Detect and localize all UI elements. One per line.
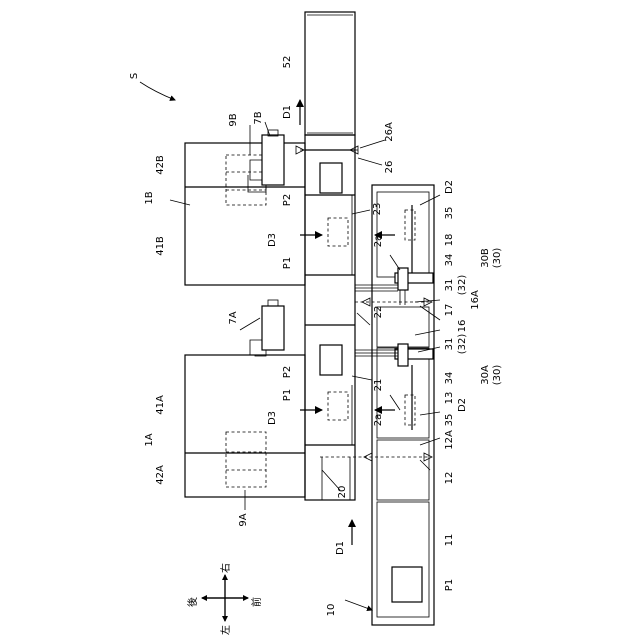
wafer-p1-loader <box>392 567 422 602</box>
label-d3-bot: D3 <box>267 411 278 425</box>
label-d2-top: D2 <box>444 180 455 194</box>
label-32-top: (32) <box>457 275 468 296</box>
label-dir-left: 左 <box>219 625 232 635</box>
label-10: 10 <box>326 604 337 617</box>
label-p1-bot: P1 <box>282 389 293 401</box>
label-22: 22 <box>373 306 384 319</box>
transfer-lines <box>296 146 432 500</box>
label-2a-bot: 2a <box>373 414 384 427</box>
label-1A: 1A <box>144 433 155 446</box>
label-26: 26 <box>384 161 395 174</box>
label-18: 18 <box>444 234 455 247</box>
label-30A: 30A <box>480 365 491 385</box>
label-d1-top: D1 <box>282 105 293 119</box>
label-7A: 7A <box>228 311 239 324</box>
label-d3-top: D3 <box>267 233 278 247</box>
label-13: 13 <box>444 392 455 405</box>
wafer-p2-bot <box>320 345 342 375</box>
label-dir-rear: 後 <box>186 597 199 607</box>
label-dir-front: 前 <box>250 597 263 607</box>
wafer-p1-bot-dashed <box>328 392 348 420</box>
label-12A: 12A <box>444 430 455 450</box>
label-30-A: (30) <box>492 365 503 386</box>
label-16A: 16A <box>470 290 481 310</box>
label-42B: 42B <box>155 155 166 175</box>
device-7A <box>262 306 284 350</box>
label-S: S <box>129 73 140 79</box>
label-17: 17 <box>444 304 455 317</box>
direction-compass <box>202 575 248 621</box>
label-p1-top: P1 <box>282 257 293 269</box>
label-35-top: 35 <box>444 207 455 220</box>
label-30-B: (30) <box>492 248 503 269</box>
label-2a-top: 2a <box>373 235 384 248</box>
label-7B: 7B <box>253 111 264 124</box>
label-12: 12 <box>444 472 455 485</box>
label-41B: 41B <box>155 236 166 256</box>
label-20: 20 <box>337 486 348 499</box>
label-31-top: 31 <box>444 279 455 292</box>
wafer-p2-top <box>320 163 342 193</box>
label-42A: 42A <box>155 465 166 485</box>
label-26A: 26A <box>384 122 395 142</box>
label-p2-bot: P2 <box>282 366 293 378</box>
label-dir-right: 右 <box>219 563 232 573</box>
label-35-bot: 35 <box>444 414 455 427</box>
label-d2-bot: D2 <box>457 398 468 412</box>
label-30B: 30B <box>480 248 491 268</box>
label-p1-loader: P1 <box>444 579 455 591</box>
wafer-p1-top-dashed <box>328 218 348 246</box>
label-d1-bot: D1 <box>335 541 346 555</box>
label-32-bot: (32) <box>457 334 468 355</box>
label-52: 52 <box>282 56 293 69</box>
label-34-bot: 34 <box>444 372 455 385</box>
unit-52 <box>305 12 355 135</box>
label-34-top: 34 <box>444 254 455 267</box>
label-23: 23 <box>372 203 383 216</box>
device-7B <box>262 135 284 185</box>
label-41A: 41A <box>155 395 166 415</box>
label-1B: 1B <box>144 191 155 204</box>
transport-column <box>305 135 355 500</box>
conveyor-frame <box>372 185 434 625</box>
label-11: 11 <box>444 534 455 547</box>
label-p2-top: P2 <box>282 194 293 206</box>
label-31-bot: 31 <box>444 338 455 351</box>
label-9A: 9A <box>238 513 249 526</box>
label-16: 16 <box>457 320 468 333</box>
label-9B: 9B <box>228 113 239 126</box>
label-21: 21 <box>373 379 384 392</box>
